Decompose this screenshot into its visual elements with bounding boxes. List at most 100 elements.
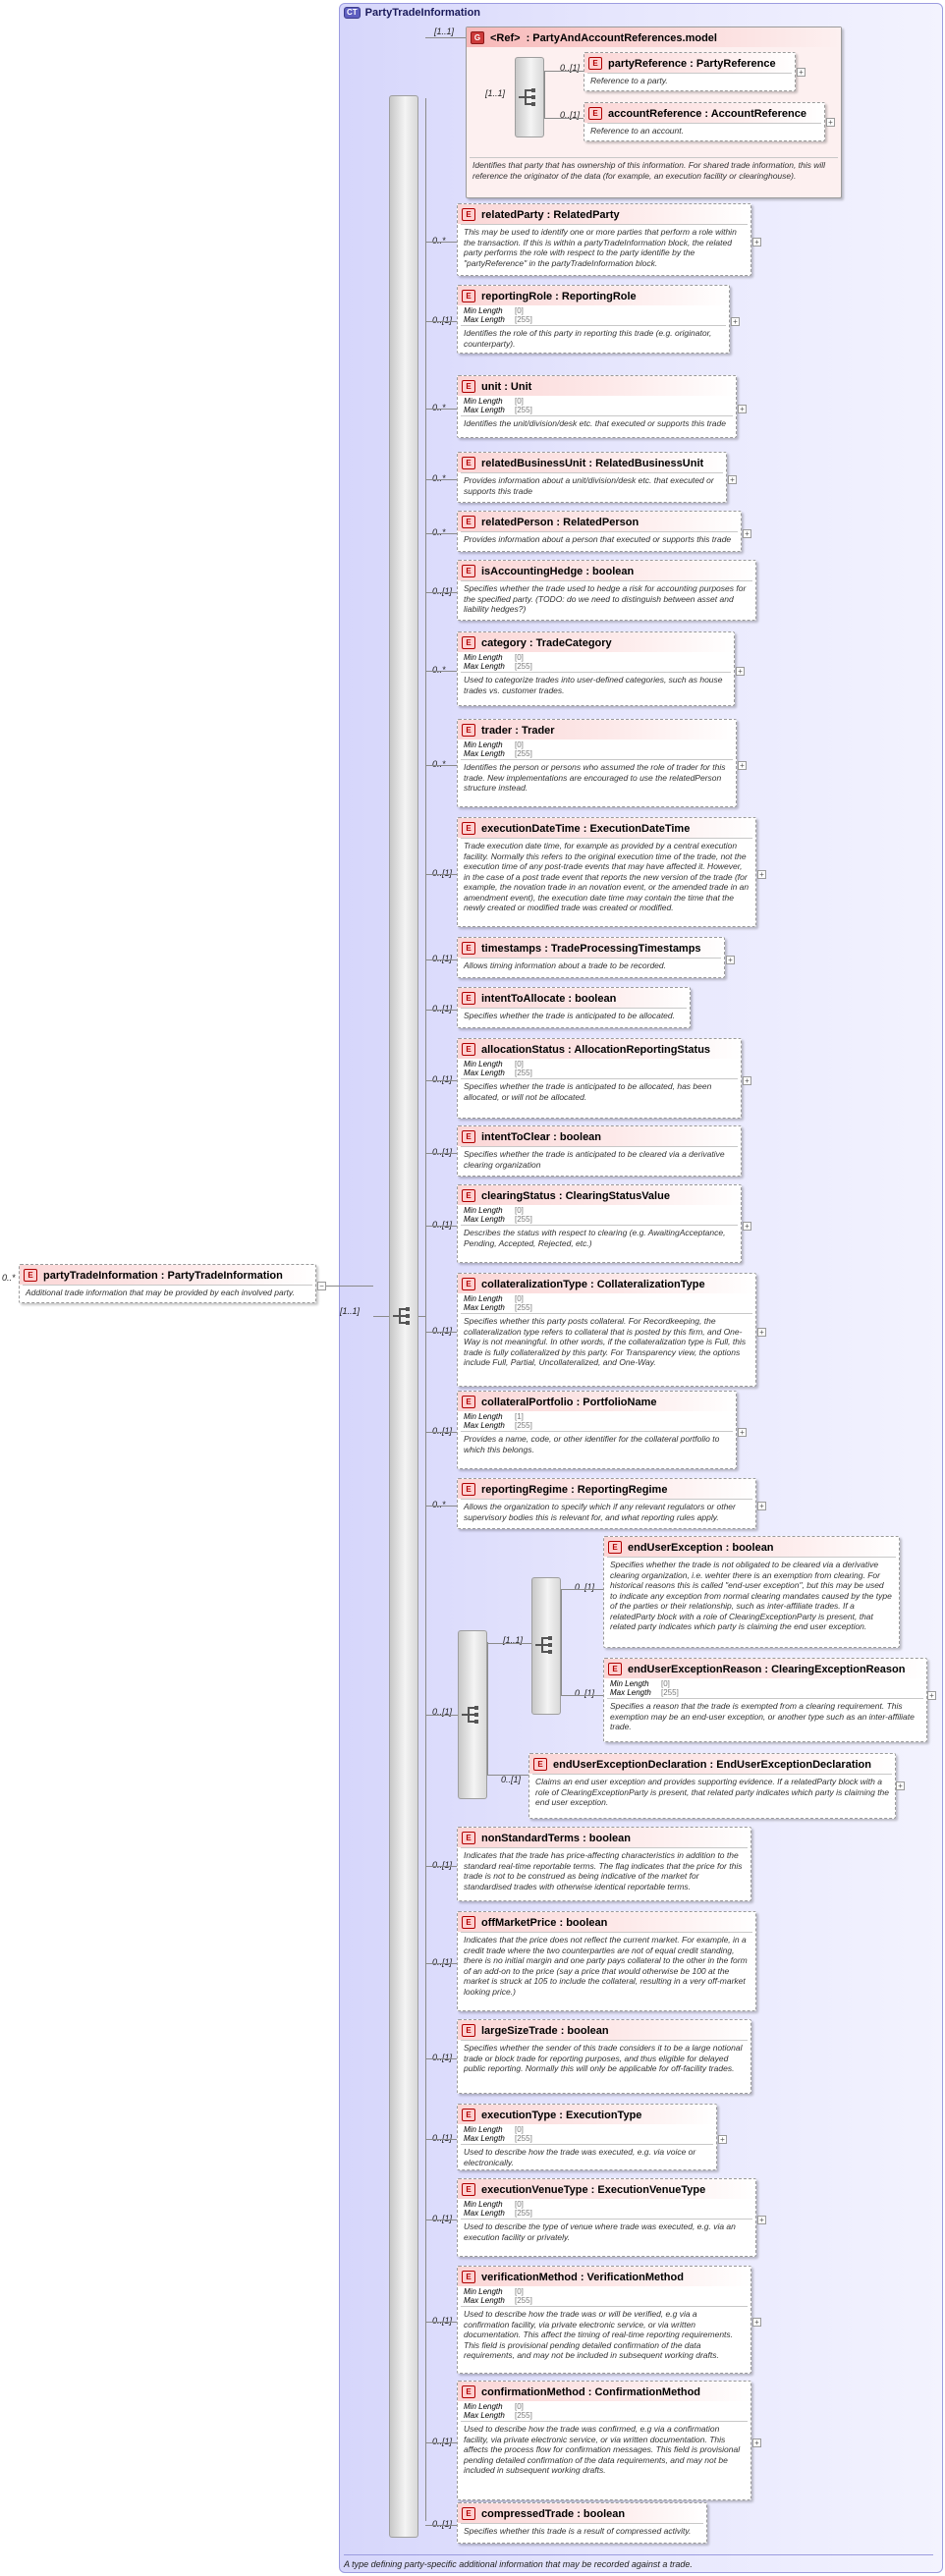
- sequence-icon: [462, 1704, 483, 1726]
- expand-button[interactable]: +: [743, 1076, 751, 1085]
- account-reference-element[interactable]: E accountReference : AccountReference Re…: [584, 102, 825, 141]
- facets: Min Length[0]Max Length[255]: [458, 2401, 750, 2421]
- connector-line: [418, 1316, 425, 1317]
- expand-button[interactable]: +: [728, 475, 737, 484]
- connector-line: [425, 874, 457, 875]
- expand-button[interactable]: +: [757, 1328, 766, 1337]
- facets: Min Length[0]Max Length[255]: [458, 305, 729, 325]
- expand-button[interactable]: +: [743, 529, 751, 538]
- element-multiplicity: 0..[1]: [432, 1860, 453, 1870]
- expand-button[interactable]: +: [752, 2439, 761, 2447]
- facets: Min Length[0]Max Length[255]: [458, 2199, 755, 2219]
- connector-line: [487, 1775, 528, 1776]
- element-description: This may be used to identify one or more…: [461, 224, 748, 271]
- connector-line: [544, 71, 584, 72]
- expand-button[interactable]: +: [718, 2135, 727, 2144]
- min-length-label: Min Length: [464, 1060, 503, 1069]
- expand-button[interactable]: +: [731, 317, 740, 326]
- connector-line: [425, 1010, 457, 1011]
- expand-button[interactable]: +: [752, 2318, 761, 2327]
- element-badge-icon: E: [462, 2024, 475, 2037]
- connector-line: [425, 37, 466, 38]
- group-inner-multiplicity: [1..1]: [485, 88, 506, 98]
- expand-button[interactable]: +: [757, 2216, 766, 2224]
- element-description: Allows the organization to specify which…: [461, 1499, 752, 1525]
- element-description: Used to describe how the trade was or wi…: [461, 2306, 748, 2364]
- element-badge-icon: E: [462, 2109, 475, 2121]
- sequence-icon: [519, 86, 540, 108]
- element-badge-icon: E: [608, 1663, 622, 1675]
- group-model-name: : PartyAndAccountReferences.model: [526, 31, 717, 44]
- facets: Min Length[0] Max Length[255]: [604, 1678, 926, 1698]
- end-user-exception-element[interactable]: E endUserException : boolean Specifies w…: [603, 1536, 900, 1648]
- end-user-exception-reason-element[interactable]: E endUserExceptionReason : ClearingExcep…: [603, 1658, 927, 1742]
- group-description: Identifies that party that has ownership…: [470, 157, 838, 184]
- expand-button[interactable]: +: [738, 761, 747, 770]
- connector-line: [425, 409, 457, 410]
- element-description: Used to describe the type of venue where…: [461, 2219, 752, 2245]
- expand-button[interactable]: +: [757, 1502, 766, 1510]
- expand-button[interactable]: +: [757, 870, 766, 879]
- party-reference-expand-button[interactable]: +: [797, 68, 806, 77]
- element-badge-icon: E: [462, 1278, 475, 1290]
- expand-button[interactable]: +: [738, 1428, 747, 1437]
- end-user-declaration-name: endUserExceptionDeclaration : EndUserExc…: [553, 1758, 871, 1771]
- end-user-exception-reason-expand-button[interactable]: +: [927, 1691, 936, 1700]
- root-element-box[interactable]: E partyTradeInformation : PartyTradeInfo…: [19, 1264, 316, 1303]
- account-reference-expand-button[interactable]: +: [826, 118, 835, 127]
- element-badge-icon: E: [462, 1130, 475, 1143]
- root-collapse-button[interactable]: −: [317, 1282, 326, 1290]
- element-badge-icon: E: [462, 565, 475, 577]
- element-description: Identifies the unit/division/desk etc. t…: [461, 415, 733, 432]
- expand-button[interactable]: +: [736, 667, 745, 676]
- max-length-label: Max Length: [464, 2209, 505, 2218]
- max-length-value: [255]: [515, 2296, 532, 2305]
- element-name: executionType : ExecutionType: [481, 2109, 642, 2121]
- expand-button[interactable]: +: [752, 238, 761, 247]
- element-name: unit : Unit: [481, 380, 532, 393]
- party-reference-element[interactable]: E partyReference : PartyReference Refere…: [584, 52, 796, 91]
- element-badge-icon: E: [462, 2183, 475, 2196]
- min-length-value: [0]: [515, 2402, 524, 2411]
- end-user-declaration-element[interactable]: E endUserExceptionDeclaration : EndUserE…: [528, 1753, 896, 1819]
- connector-line: [326, 1286, 373, 1287]
- max-length-value: [255]: [515, 1303, 532, 1312]
- expand-button[interactable]: +: [738, 405, 747, 413]
- element-description: Provides a name, code, or other identifi…: [461, 1431, 733, 1457]
- element-name: collateralizationType : Collateralizatio…: [481, 1278, 705, 1290]
- facets: Min Length[0]Max Length[255]: [458, 2286, 750, 2306]
- max-length-value: [255]: [515, 1215, 532, 1224]
- root-element-name: partyTradeInformation : PartyTradeInform…: [43, 1269, 283, 1282]
- element-badge-icon: E: [462, 2385, 475, 2398]
- end-user-declaration-expand-button[interactable]: +: [896, 1781, 905, 1790]
- element-name: collateralPortfolio : PortfolioName: [481, 1396, 657, 1408]
- element-multiplicity: 0..*: [432, 403, 446, 412]
- expand-button[interactable]: +: [743, 1222, 751, 1231]
- expand-button[interactable]: +: [726, 956, 735, 964]
